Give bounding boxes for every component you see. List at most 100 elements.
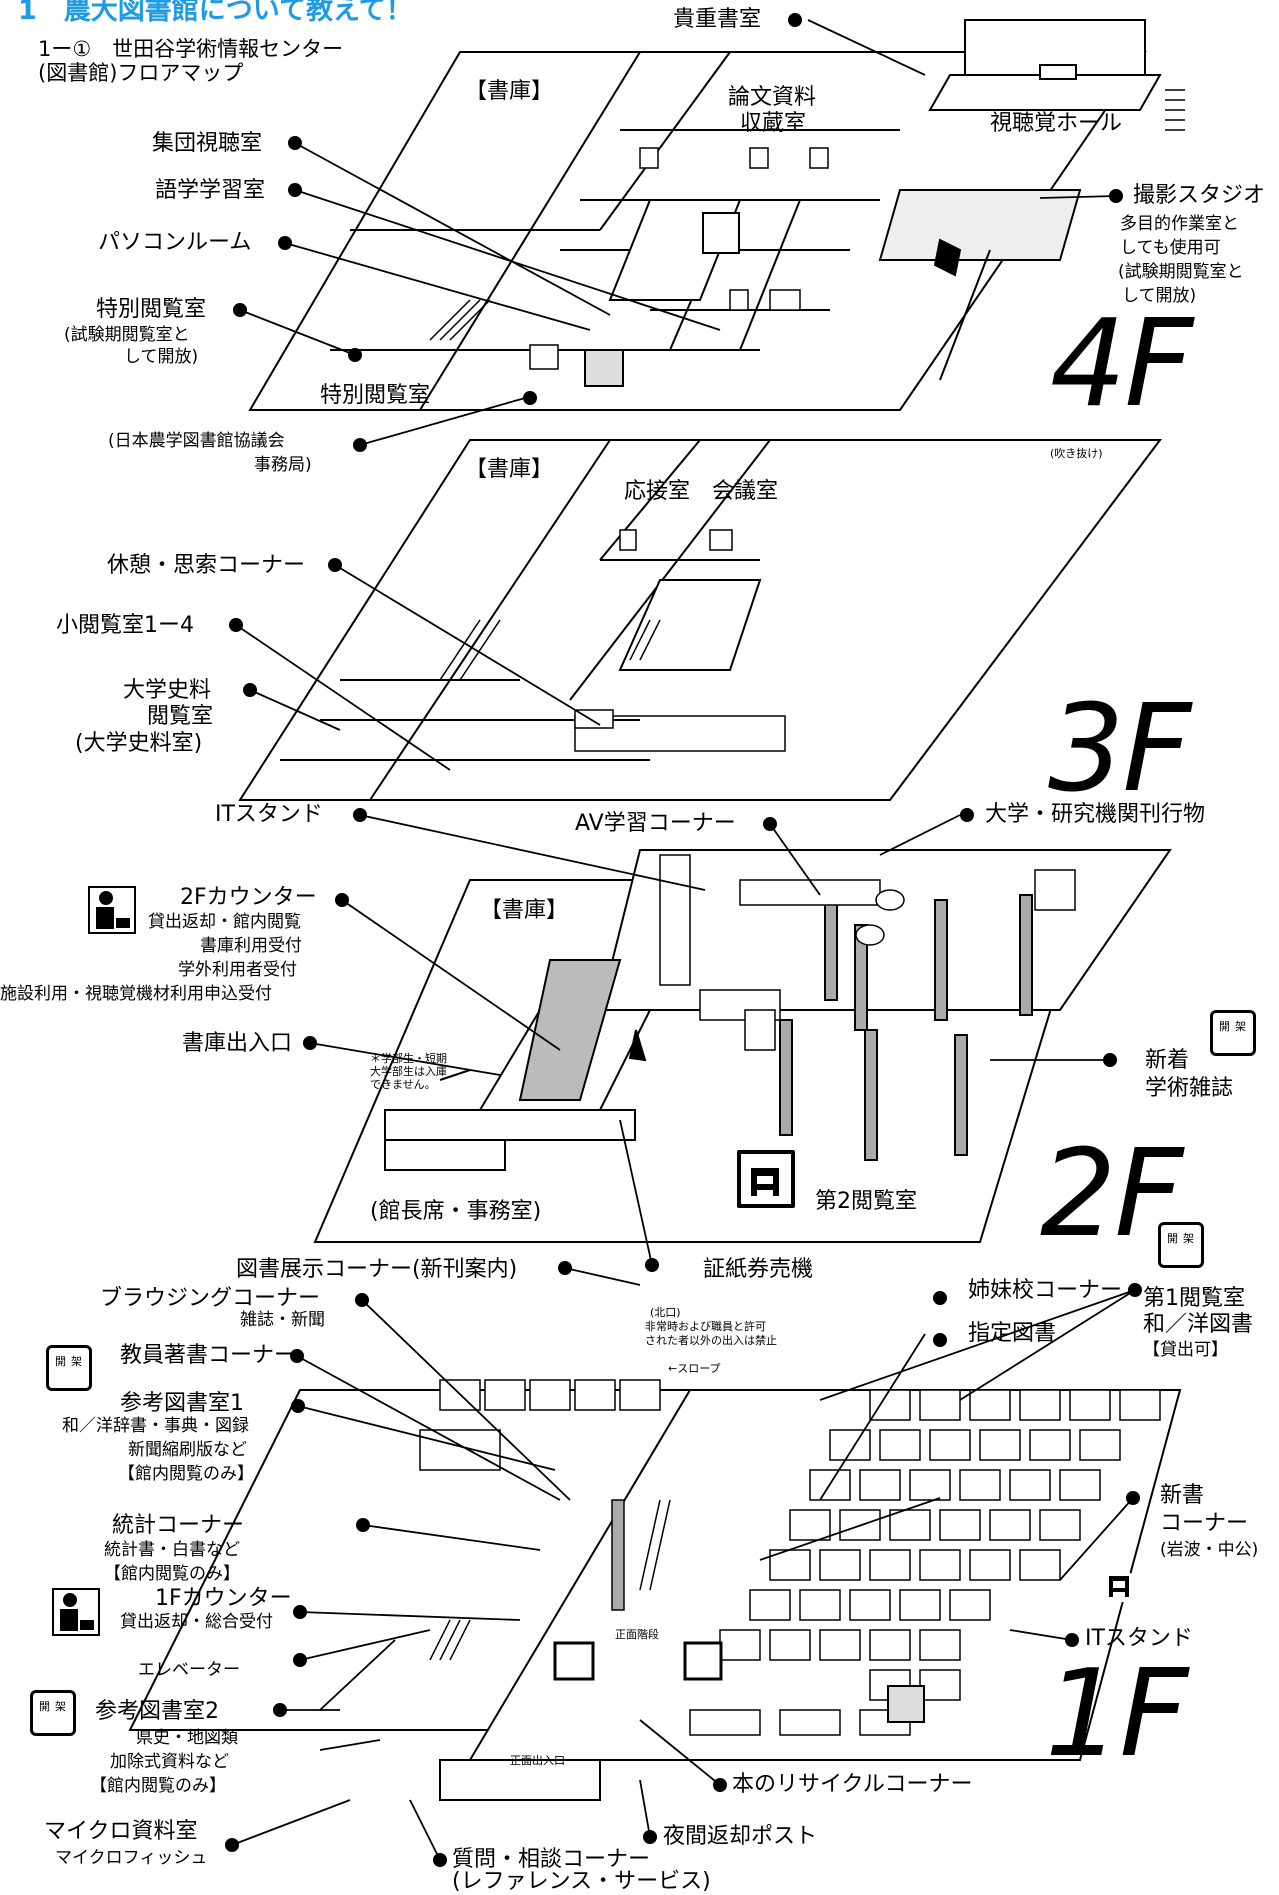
label-recycle: 本のリサイクルコーナー [732,1772,973,1797]
label-2f-itstand: ITスタンド [215,802,323,827]
open-shelf-kai-s1: 開 [55,1355,66,1368]
label-1f-counter-a: 貸出返却・総合受付 [120,1612,273,1632]
label-etsuran1-a: 和／洋図書 [1143,1312,1254,1337]
label-tokubetsu-room: 特別閲覧室 [320,383,431,408]
label-nichino-2: 事務局) [254,455,312,475]
leader-dots [225,13,1142,1867]
label-sankou1-c: 【館内閲覧のみ】 [118,1464,254,1484]
label-av: AV学習コーナー [575,811,736,836]
label-kitaguchi-2: 非常時および職員と許可 [645,1320,766,1333]
open-shelf-icon-sankou1: 開架 [46,1345,92,1391]
label-tokubetsu-title: 特別閲覧室 [96,297,207,322]
label-shitsumon: 質問・相談コーナー [452,1847,651,1872]
open-shelf-ka-1f: 架 [1183,1232,1194,1245]
floor-3f-plan [238,439,1162,801]
label-micro-title: マイクロ資料室 [44,1819,198,1844]
label-sankou1-title: 参考図書室1 [120,1391,244,1416]
label-browsing-sub: 雑誌・新聞 [240,1310,325,1330]
label-shinchaku-2: 学術雑誌 [1145,1076,1234,1101]
label-2f-counter-1: 貸出返却・館内閲覧 [148,912,301,932]
label-shinsho-1: 新書 [1160,1483,1205,1508]
open-shelf-ka-s1: 架 [71,1355,82,1368]
label-kanchou: (館長席・事務室) [370,1199,542,1224]
label-daigaku-1: 大学史料 [123,678,212,703]
label-sankou2-title: 参考図書室2 [95,1699,219,1724]
label-shitei: 指定図書 [968,1321,1057,1346]
label-etsuran1-b: 【貸出可】 [1143,1340,1228,1360]
leader-lines [231,19,1136,1861]
itstand-icon-1f [1105,1572,1133,1602]
label-2f-counter-2: 書庫利用受付 [200,936,302,956]
label-slope: ←スロープ [668,1362,721,1375]
label-2f-note-1: ＊学部生・短期 [370,1052,447,1065]
label-elevator: エレベーター [138,1660,240,1680]
label-shoshiken: 証紙券売機 [703,1257,814,1282]
floor-label-1f: 1F [1045,1645,1188,1784]
open-shelf-kai-s2: 開 [39,1700,50,1713]
label-ousetsu: 応接室 [624,479,691,504]
label-ronbun-2: 収蔵室 [740,111,807,136]
label-shoetsuran: 小閲覧室1ー4 [56,613,194,638]
label-browsing: ブラウジングコーナー [100,1286,321,1311]
page-title: 1 農大図書館について教えて！ [18,0,413,26]
floor-4f-plan [248,19,1185,411]
open-shelf-ka-s2: 架 [55,1700,66,1713]
label-4f-shoko: 【書庫】 [465,79,554,104]
label-tokubetsu-note-1: (試験期閲覧室と [64,325,190,345]
label-shudan: 集団視聴室 [152,131,263,156]
floor-1f-plan [128,1379,1182,1801]
label-pasokon: パソコンルーム [98,230,252,255]
label-toukei-title: 統計コーナー [112,1513,245,1538]
label-satsuei-4: して開放) [1122,286,1197,306]
label-2f-counter-4: 施設利用・視聴覚機材利用申込受付 [0,984,272,1004]
floor-label-4f: 4F [1050,295,1193,434]
label-shoko-deiri: 書庫出入口 [182,1031,293,1056]
counter-person-icon-1f [52,1588,100,1636]
label-sankou1-b: 新聞縮刷版など [128,1440,247,1460]
label-kichou: 貴重書室 [673,7,762,32]
label-shimai: 姉妹校コーナー [968,1278,1123,1303]
label-sankou2-a: 県史・地図類 [136,1728,238,1748]
counter-person-icon [88,886,136,934]
label-sankou2-b: 加除式資料など [110,1752,229,1772]
label-shinsho-2: コーナー [1160,1511,1249,1536]
label-2f-note-3: できません。 [370,1078,436,1091]
map-subtitle-2: (図書館)フロアマップ [38,61,244,85]
floor-label-3f: 3F [1048,680,1191,819]
label-tokubetsu-note-2: して開放) [124,347,199,367]
label-satsuei-2: しても使用可 [1120,238,1221,258]
floor-2f-plan [313,849,1172,1243]
open-shelf-kai-1f: 開 [1167,1232,1178,1245]
label-tenji: 図書展示コーナー(新刊案内) [236,1257,518,1282]
label-kaigi: 会議室 [712,479,779,504]
label-shinsho-3: (岩波・中公) [1160,1540,1259,1560]
label-etsuran1-title: 第1閲覧室 [1143,1286,1245,1311]
label-sankou2-c: 【館内閲覧のみ】 [90,1776,226,1796]
label-toukei-b: 【館内閲覧のみ】 [104,1564,240,1584]
label-shoumen-kaidan: 正面階段 [615,1628,659,1641]
label-satsuei-1: 多目的作業室と [1120,214,1239,234]
label-kitaguchi-1: (北口) [650,1306,681,1319]
label-toukei-a: 統計書・白書など [104,1540,240,1560]
open-shelf-icon-1f: 開架 [1158,1222,1204,1268]
open-shelf-kai-2f: 開 [1219,1020,1230,1033]
label-2f-note-2: 大学部生は入庫 [370,1065,447,1078]
open-shelf-ka-2f: 架 [1235,1020,1246,1033]
label-kyouin: 教員著書コーナー [120,1343,297,1368]
label-nichino-1: (日本農学図書館協議会 [108,431,285,451]
label-reference: (レファレンス・サービス) [452,1869,711,1894]
reading-room-icon-2f [737,1150,795,1208]
label-sankou1-a: 和／洋辞書・事典・図録 [62,1416,249,1436]
label-kyukei: 休憩・思索コーナー [107,553,306,578]
label-ronbun-1: 論文資料 [728,85,817,110]
label-gogaku: 語学学習室 [155,178,266,203]
label-2f-counter-title: 2Fカウンター [180,885,317,910]
label-shinchaku-1: 新着 [1145,1048,1190,1073]
label-2f-counter-3: 学外利用者受付 [178,960,297,980]
label-shichoukaku: 視聴覚ホール [990,111,1123,136]
label-satsuei-title: 撮影スタジオ [1133,183,1266,208]
label-micro-a: マイクロフィッシュ [55,1848,208,1868]
open-shelf-icon-2f: 開架 [1210,1010,1256,1056]
